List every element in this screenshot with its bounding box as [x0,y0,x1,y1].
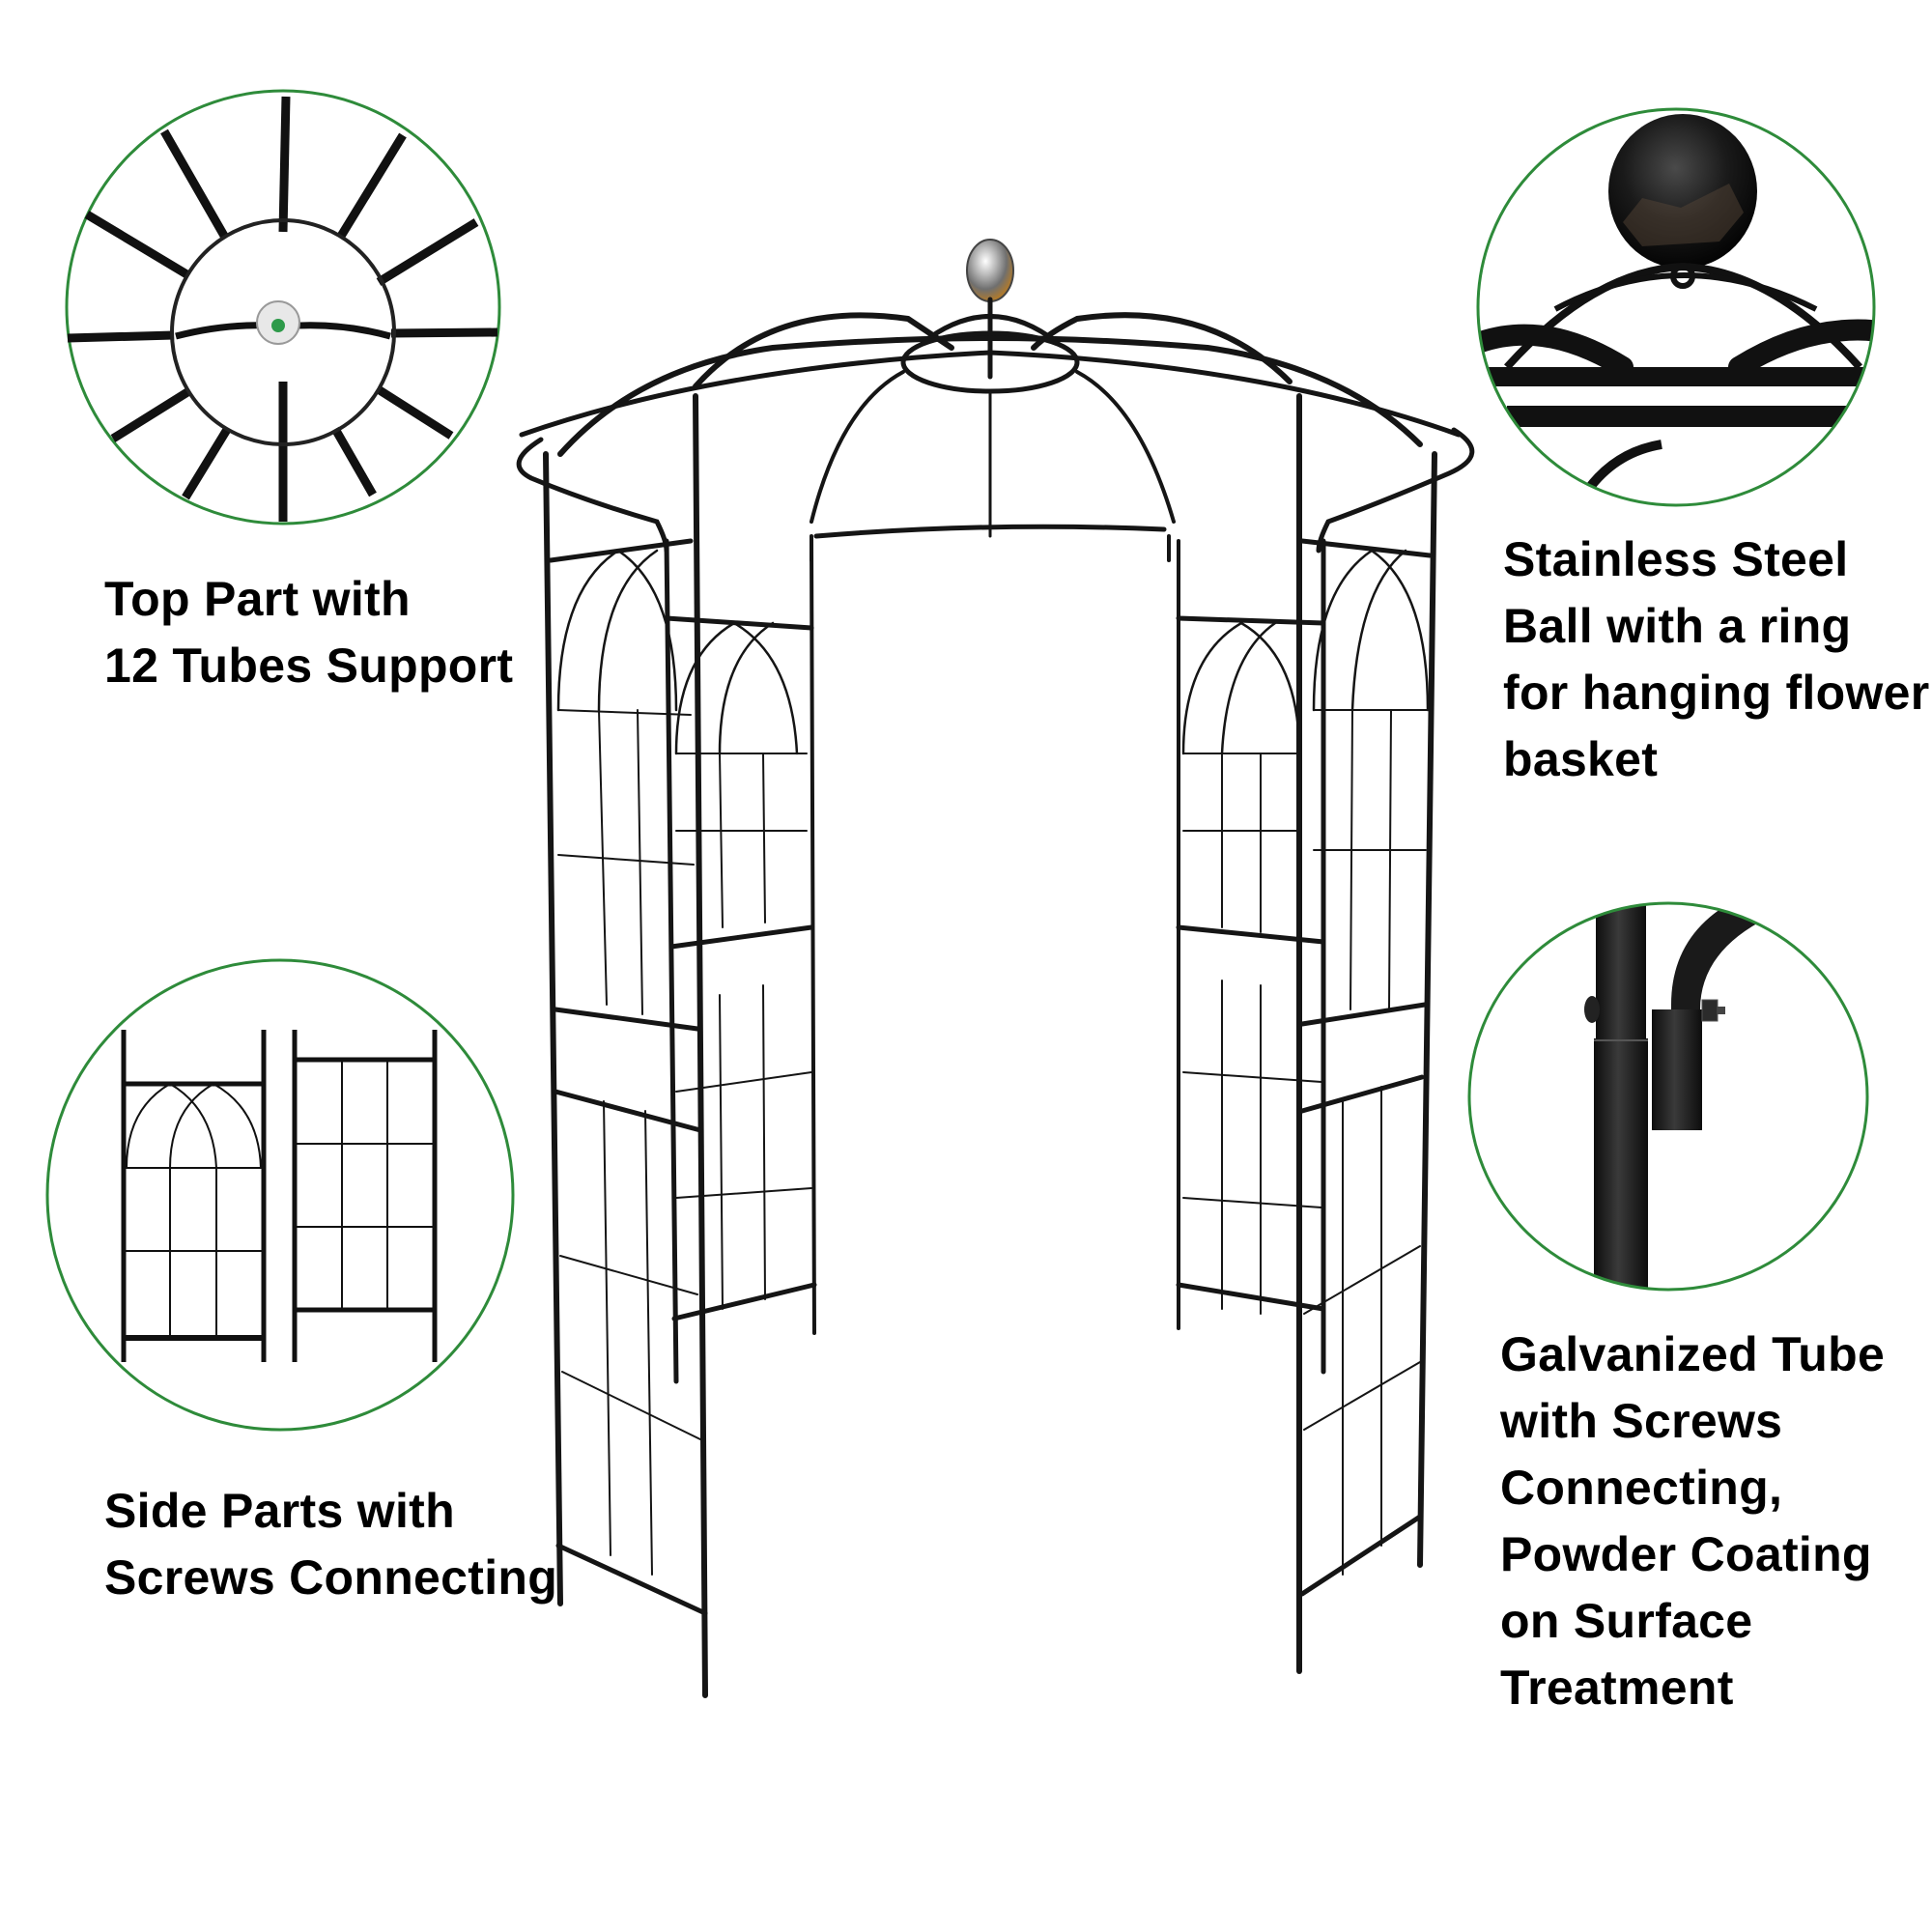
curved-tube-icon [1652,1009,1702,1130]
spokes [67,96,498,522]
grid-side-panel [292,1030,438,1362]
caption-line: Top Part with [104,572,411,626]
galvanized-tube-caption: Galvanized Tube with Screws Connecting, … [1500,1321,1885,1721]
caption-line: Galvanized Tube [1500,1327,1886,1381]
caption-line: basket [1503,732,1659,786]
stainless-ball-caption: Stainless Steel Ball with a ring for han… [1503,526,1929,793]
galvanized-tube-callout [1467,901,1869,1292]
gazebo-arbor [516,239,1475,1698]
caption-line: Connecting, [1500,1461,1783,1515]
nut-icon [1701,999,1719,1022]
caption-line: Stainless Steel [1503,532,1849,586]
caption-line: Powder Coating [1500,1527,1872,1581]
top-part-callout [65,89,501,526]
stainless-ball-callout [1476,107,1876,507]
callout-ring [1467,901,1869,1292]
caption-line: 12 Tubes Support [104,639,514,693]
top-part-caption: Top Part with 12 Tubes Support [104,566,513,699]
caption-line: with Screws [1500,1394,1783,1448]
caption-line: on Surface [1500,1594,1753,1648]
caption-line: Side Parts with [104,1484,455,1538]
caption-line: for hanging flower [1503,666,1930,720]
callout-ring [1476,107,1876,507]
callout-ring [45,958,515,1432]
finial-ball-icon [966,239,1014,302]
caption-line: Screws Connecting [104,1550,558,1605]
side-parts-caption: Side Parts with Screws Connecting [104,1478,557,1611]
side-parts-callout [45,958,515,1432]
arched-side-panel [121,1030,267,1362]
steel-ball-icon [1608,114,1757,269]
caption-line: Treatment [1500,1661,1734,1715]
caption-line: Ball with a ring [1503,599,1852,653]
screw-head-icon [1584,996,1600,1023]
